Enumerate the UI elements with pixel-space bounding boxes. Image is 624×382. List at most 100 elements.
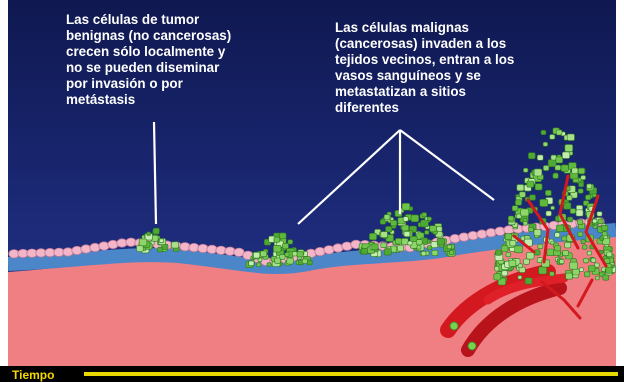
tumor-cell [577, 220, 583, 225]
normal-cell [63, 248, 73, 256]
tumor-cell [578, 232, 583, 237]
tumor-cell [403, 217, 408, 222]
tumor-cell [519, 192, 525, 198]
tumor-cell [545, 190, 551, 195]
tumor-cell [447, 245, 451, 249]
tumor-cell [530, 195, 536, 200]
tumor-cell [597, 212, 602, 217]
tumor-cell [550, 272, 555, 276]
tumor-cell [562, 152, 569, 159]
tumor-cell [404, 231, 410, 236]
tumor-cell [139, 239, 147, 246]
normal-cell [477, 230, 487, 238]
tumor-cell [598, 219, 603, 224]
tumor-cell [524, 259, 530, 264]
tumor-cell [527, 181, 534, 187]
tumor-cell [592, 193, 596, 197]
tumor-cell [539, 267, 547, 274]
tumor-cell [422, 213, 427, 217]
tumor-cell [523, 221, 527, 225]
tumor-cell [437, 239, 444, 246]
tumor-cell [501, 246, 508, 252]
tumor-cell [576, 210, 583, 216]
tumor-cell [432, 250, 438, 255]
tumor-cell [274, 237, 280, 242]
tumor-cell [581, 240, 585, 244]
tumor-cell [572, 168, 578, 174]
tumor-cell [395, 238, 401, 244]
tumor-cell [297, 251, 303, 257]
tumor-cell [427, 246, 432, 250]
tumor-cell [583, 258, 588, 263]
tumor-cell [534, 230, 541, 236]
tumor-cell [543, 166, 549, 171]
tumor-cell [578, 189, 583, 194]
tumor-cell [591, 258, 596, 262]
tumor-cell [287, 258, 294, 264]
tumor-cell [449, 251, 454, 255]
tumor-cell [523, 168, 528, 172]
tumor-cell [384, 215, 390, 220]
tumor-cell [172, 242, 179, 248]
tumor-progression-illustration: Las células de tumor benignas (no cancer… [8, 0, 616, 366]
tumor-cell [288, 240, 293, 244]
tumor-cell [273, 245, 281, 252]
tumor-cell [555, 233, 560, 238]
tumor-cell [253, 252, 259, 258]
tumor-cell [565, 242, 571, 248]
tumor-cell [566, 273, 573, 279]
tumor-cell [381, 243, 387, 248]
tumor-cell [430, 226, 437, 232]
tumor-cell [158, 247, 163, 252]
tumor-cell [431, 242, 438, 248]
tumor-cell [512, 206, 518, 211]
tumor-cell [518, 276, 522, 280]
tumor-cell [551, 206, 555, 210]
tumor-cell [561, 165, 568, 172]
tumor-cell [515, 246, 523, 253]
tumor-cell [556, 157, 563, 163]
tumor-cell [579, 182, 584, 187]
tumor-cell [550, 135, 555, 140]
tumor-cell [381, 232, 388, 238]
tumor-cell [153, 228, 159, 234]
benign-tumor-caption: Las células de tumor benignas (no cancer… [66, 12, 231, 108]
time-arrow [84, 372, 618, 376]
tumor-cell [496, 250, 502, 255]
tumor-cell [159, 239, 163, 243]
tumor-cell [425, 230, 429, 234]
tumor-cell [408, 241, 412, 245]
tumor-cell [285, 253, 289, 257]
tumor-cell [528, 153, 535, 159]
tumor-cell [361, 248, 367, 254]
normal-cell [459, 233, 469, 241]
tumor-cell [587, 251, 592, 255]
tumor-cell [502, 271, 508, 276]
tumor-cell [505, 234, 512, 240]
tumor-cell [606, 268, 613, 274]
tumor-cell [529, 227, 534, 231]
tumor-cell [602, 225, 608, 231]
tumor-cell [369, 233, 376, 240]
tumor-cell [249, 261, 254, 266]
tumor-cell [578, 168, 584, 174]
tumor-cell [587, 184, 592, 189]
tumor-cell [257, 263, 261, 267]
tumor-cell [267, 263, 271, 267]
tumor-cell [570, 209, 576, 214]
normal-cell [72, 246, 82, 254]
tumor-cell [563, 250, 569, 255]
tumor-cell [603, 275, 609, 280]
tumor-cell [386, 226, 392, 232]
tumor-cell [421, 252, 426, 256]
time-axis: Tiempo [0, 366, 624, 382]
tumor-cell [402, 225, 409, 231]
normal-cell [90, 243, 100, 251]
tumor-cell [546, 211, 552, 216]
tumor-cell [506, 253, 511, 257]
tumor-cell [579, 268, 583, 272]
tumor-cell [537, 155, 543, 160]
tumor-cell [535, 184, 542, 190]
tumor-cell [517, 185, 524, 191]
